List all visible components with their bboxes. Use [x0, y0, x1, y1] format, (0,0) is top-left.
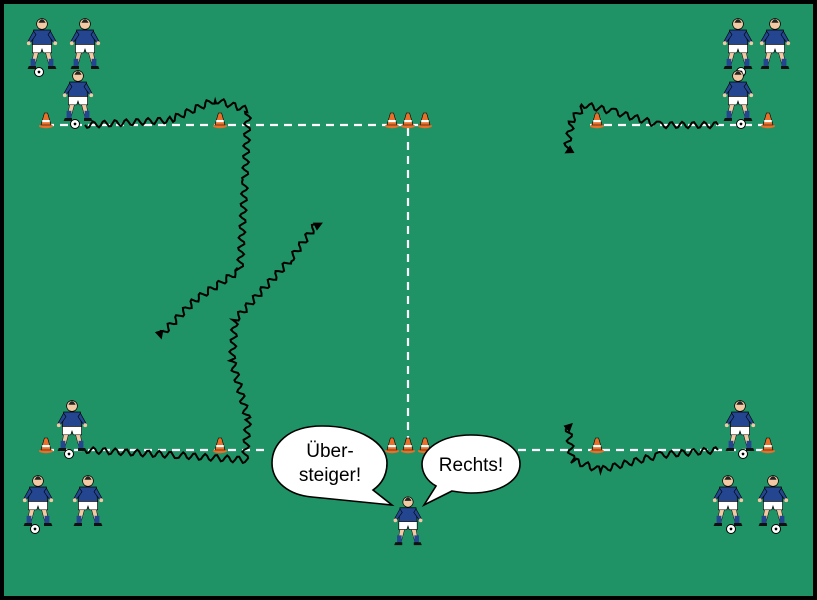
callout-right-bubble	[421, 434, 521, 507]
soccer-ball-icon	[736, 119, 746, 129]
callout-left: Über- steiger!	[271, 425, 395, 507]
soccer-ball-icon	[64, 449, 74, 459]
soccer-ball-icon	[34, 67, 44, 77]
dribble-paths	[84, 96, 719, 476]
callout-right-text: Rechts!	[439, 455, 503, 476]
soccer-ball-icon	[738, 449, 748, 459]
dribble-path	[563, 422, 719, 476]
soccer-ball-icon	[30, 524, 40, 534]
soccer-ball-icon	[70, 119, 80, 129]
callout-right: Rechts!	[421, 434, 521, 507]
callout-left-bubble	[271, 425, 395, 507]
soccer-ball-icon	[771, 524, 781, 534]
dribble-path	[563, 101, 719, 154]
soccer-ball-icon	[726, 524, 736, 534]
dribble-path	[84, 96, 253, 340]
callout-left-line2: steiger!	[299, 465, 361, 486]
dribble-path	[84, 222, 323, 465]
callout-left-line1: Über-	[306, 441, 354, 462]
